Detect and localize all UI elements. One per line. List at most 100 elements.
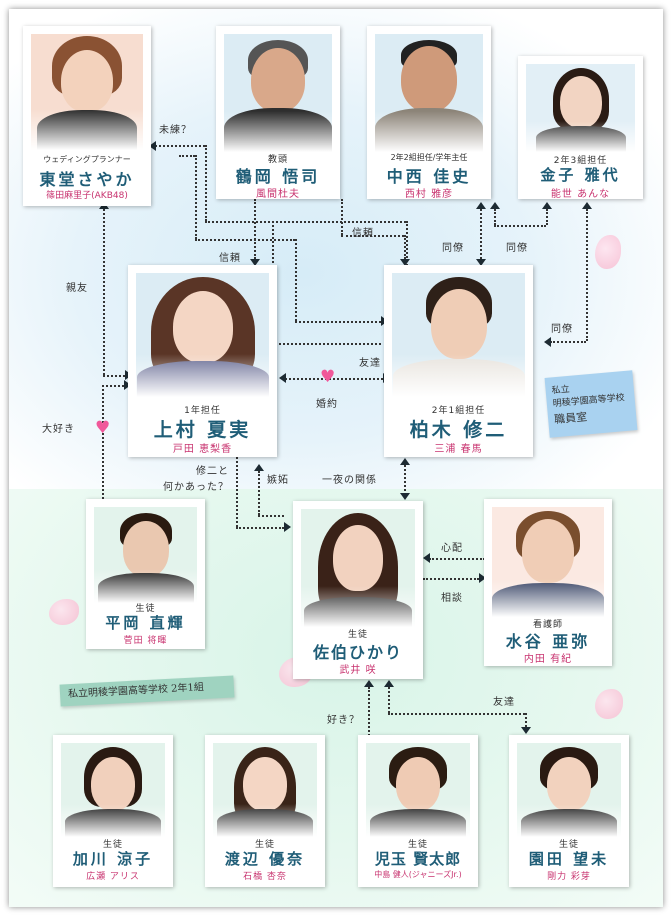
arrow-right — [284, 522, 291, 532]
label-shinyuu: 親友 — [66, 283, 88, 294]
card-saeki-hikari[interactable]: 生徒 佐伯ひかり 武井 咲 — [293, 501, 423, 679]
character-name: 金子 雅代 — [540, 166, 621, 184]
card-uemura-natsumi[interactable]: 1年担任 上村 夏実 戸田 恵梨香 — [128, 265, 277, 457]
card-nakanishi-yoshifumi[interactable]: 2年2組担任/学年主任 中西 佳史 西村 雅彦 — [367, 26, 491, 200]
label-daisuki: 大好き — [42, 424, 75, 435]
label-shinrai: 信頼 — [352, 228, 374, 239]
line-miren — [205, 145, 207, 221]
card-todo-sayaka[interactable]: ウェディングプランナー 東堂さやか 篠田麻里子(AKB48) — [23, 26, 151, 206]
arrow-down — [400, 259, 410, 266]
heart-icon: ♥ — [320, 367, 336, 387]
portrait-kagawa — [61, 743, 165, 837]
petal-decoration — [49, 599, 79, 625]
line-douryou — [546, 209, 548, 225]
line-shinrai — [341, 235, 404, 237]
arrow-left — [423, 553, 430, 563]
portrait-todo — [31, 34, 143, 150]
line-douryou — [480, 209, 482, 259]
line-daisuki — [102, 385, 124, 387]
portrait-hiraoka — [94, 507, 197, 603]
label-soudan: 相談 — [441, 593, 463, 604]
arrow-down — [250, 259, 260, 266]
line-shinyuu — [103, 209, 105, 375]
portrait-kaneko — [526, 64, 635, 152]
arrow-up — [400, 458, 410, 465]
card-tsuruoka-satoshi[interactable]: 教頭 鶴岡 悟司 風間杜夫 — [216, 26, 340, 200]
line-soudan — [423, 578, 479, 580]
label-miren: 未練？ — [159, 125, 192, 136]
line-shinrai — [341, 199, 343, 235]
label-tomodachi2: 友達 — [493, 697, 515, 708]
card-kashiwagi-shuji[interactable]: 2年1組担任 柏木 修二 三浦 春馬 — [384, 265, 533, 457]
line-douryou — [494, 209, 496, 225]
arrow-up — [542, 202, 552, 209]
card-sonoda-nozomi[interactable]: 生徒 園田 望未 剛力 彩芽 — [509, 735, 629, 887]
character-name: 平岡 直輝 — [105, 614, 186, 632]
line-shitto — [258, 515, 284, 517]
line-tomodachi — [295, 239, 297, 321]
character-name: 中西 佳史 — [386, 167, 472, 186]
actor-name: 中島 健人(ジャニーズJr.) — [374, 870, 462, 879]
line-douryou — [586, 209, 588, 341]
label-nanika: 修二と 何かあった？ — [149, 464, 229, 496]
line-shinrai — [254, 199, 256, 259]
character-role: 2年1組担任 — [431, 406, 486, 416]
line-tomodachi — [195, 155, 197, 239]
character-role: ウェディングプランナー — [43, 155, 131, 164]
line-daisuki — [102, 385, 104, 499]
character-role: 生徒 — [347, 630, 368, 640]
label-shitto: 嫉妬 — [267, 475, 289, 486]
line-tomodachi2 — [525, 713, 527, 727]
arrow-up — [476, 202, 486, 209]
card-watanabe-yuna[interactable]: 生徒 渡辺 優奈 石橋 杏奈 — [205, 735, 325, 887]
actor-name: 西村 雅彦 — [404, 189, 454, 200]
line-douryou — [494, 225, 546, 227]
character-name: 佐伯ひかり — [312, 643, 403, 662]
line-miren — [155, 145, 205, 147]
character-name: 加川 涼子 — [72, 850, 154, 868]
arrow-up — [582, 202, 592, 209]
character-name: 園田 望未 — [528, 850, 610, 868]
card-kaneko-masayo[interactable]: 2年3組担任 金子 雅代 能世 あんな — [518, 56, 643, 200]
label-tomodachi: 友達 — [359, 358, 381, 369]
character-name: 水谷 亜弥 — [505, 632, 591, 651]
actor-name: 三浦 春馬 — [434, 444, 483, 455]
arrow-up — [254, 464, 264, 471]
line-nanika — [236, 527, 284, 529]
arrow-left — [544, 337, 551, 347]
actor-name: 広瀬 アリス — [86, 872, 140, 882]
line-tomodachi — [295, 321, 381, 323]
actor-name: 武井 咲 — [339, 665, 377, 676]
line-tomodachi — [272, 343, 381, 345]
staff-room-note: 私立 明稜学園高等学校 職員室 — [544, 370, 638, 438]
petal-decoration — [595, 689, 623, 719]
portrait-uemura — [136, 273, 269, 397]
character-role: 2年3組担任 — [553, 156, 608, 166]
character-name: 上村 夏実 — [153, 419, 252, 441]
character-role: 教頭 — [267, 155, 288, 165]
line-shinpai — [429, 558, 485, 560]
card-hiraoka-naoki[interactable]: 生徒 平岡 直輝 菅田 将暉 — [86, 499, 205, 649]
card-kagawa-ryoko[interactable]: 生徒 加川 涼子 広瀬 アリス — [53, 735, 173, 887]
line-shinyuu — [103, 375, 125, 377]
line-douryou — [550, 341, 586, 343]
portrait-mizutani — [492, 507, 604, 617]
line-shinrai — [404, 235, 406, 259]
character-name: 鶴岡 悟司 — [235, 167, 321, 186]
label-shinpai: 心配 — [441, 543, 463, 554]
line-tomodachi2 — [388, 713, 525, 715]
card-kodama-kentaro[interactable]: 生徒 児玉 賢太郎 中島 健人(ジャニーズJr.) — [358, 735, 478, 887]
arrow-left — [279, 373, 286, 383]
line-ichiya — [404, 465, 406, 495]
label-suki: 好き？ — [327, 715, 360, 726]
card-mizutani-aya[interactable]: 看護師 水谷 亜弥 内田 有紀 — [484, 499, 612, 666]
arrow-down — [400, 493, 410, 500]
line-miren — [406, 221, 408, 269]
petal-decoration — [595, 235, 621, 269]
label-douryou: 同僚 — [551, 324, 573, 335]
character-role: 看護師 — [532, 620, 563, 630]
label-nanika-line2: 何かあった？ — [163, 482, 229, 493]
line-nanika — [236, 457, 238, 527]
character-name: 児玉 賢太郎 — [374, 850, 462, 868]
character-role: 生徒 — [407, 840, 428, 850]
